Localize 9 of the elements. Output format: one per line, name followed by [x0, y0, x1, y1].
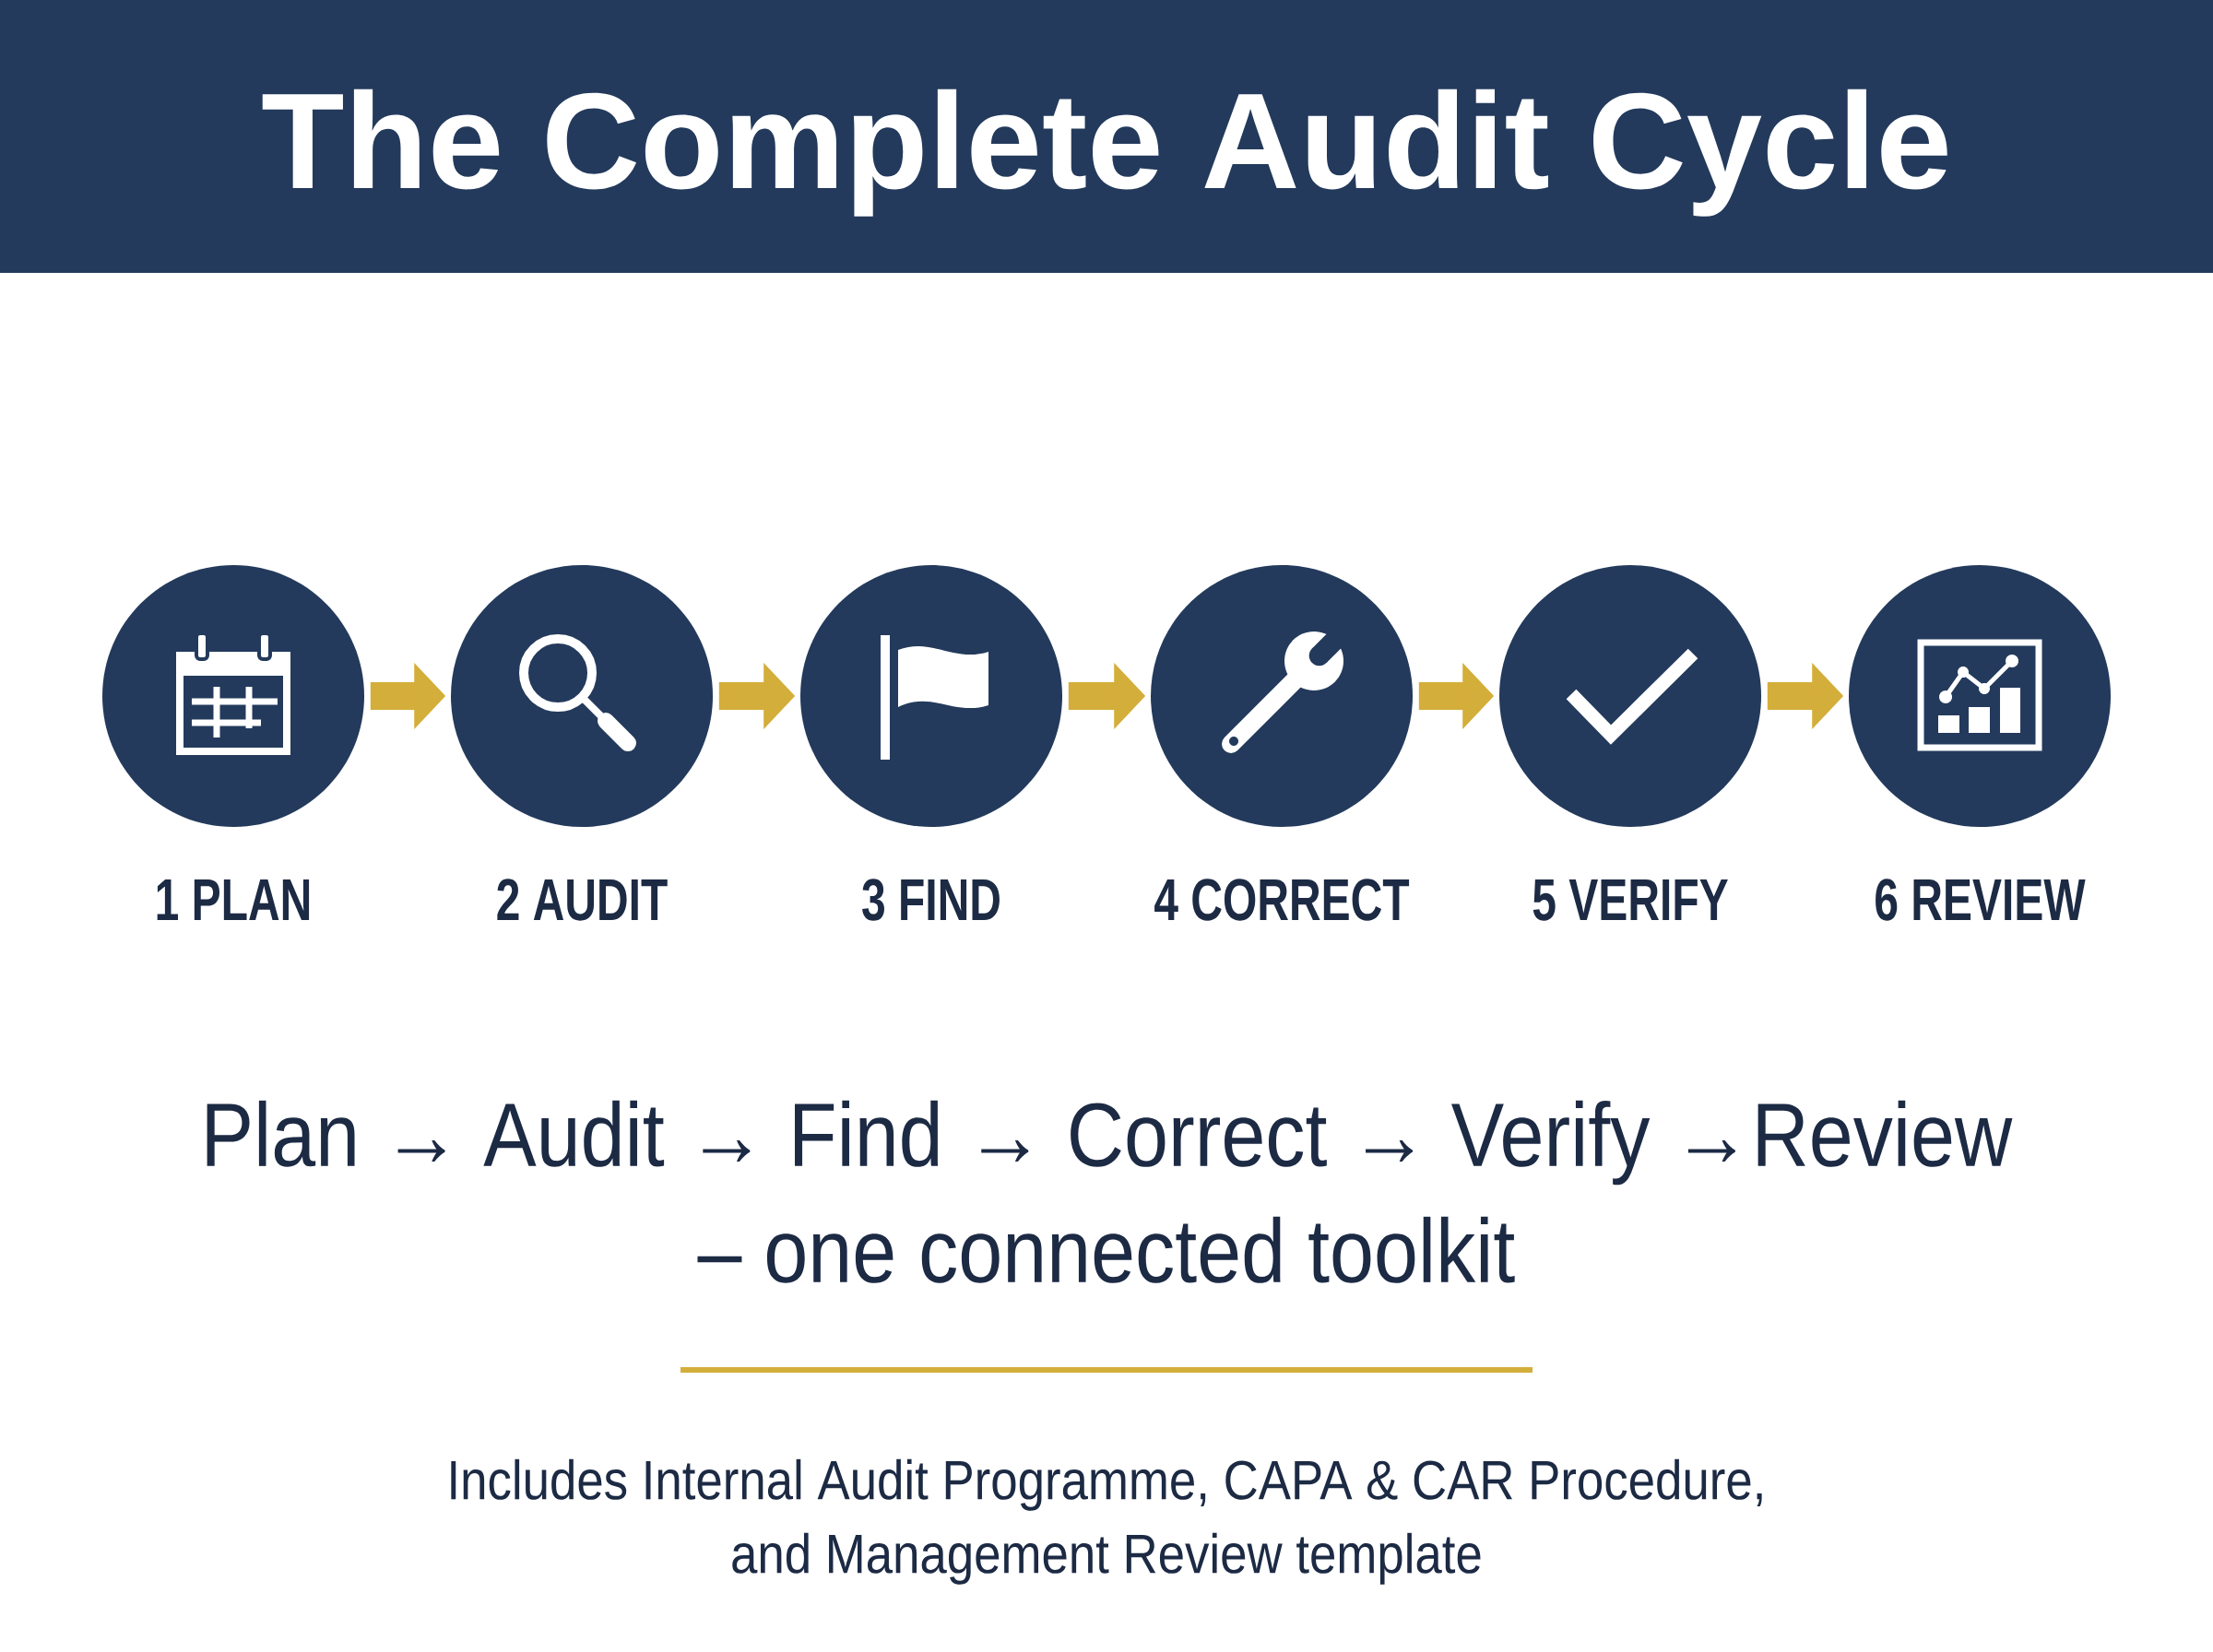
title-banner: The Complete Audit Cycle — [0, 0, 2213, 273]
step-label: 2 AUDIT — [497, 879, 668, 921]
step-label: 6 REVIEW — [1876, 879, 2086, 921]
step-label: 3 FIND — [862, 879, 1000, 921]
footnote-text: Includes Internal Audit Programme, CAPA & CAR Procedure, and Management Review template — [451, 1458, 1762, 1585]
step-label: 5 VERIFY — [1533, 879, 1728, 921]
step-label: 4 CORRECT — [1154, 879, 1410, 921]
tagline: Plan → Audit → Find → Correct → Verify →Review – one connected toolkit — [207, 1100, 2013, 1283]
step-label: 1 PLAN — [157, 879, 310, 920]
